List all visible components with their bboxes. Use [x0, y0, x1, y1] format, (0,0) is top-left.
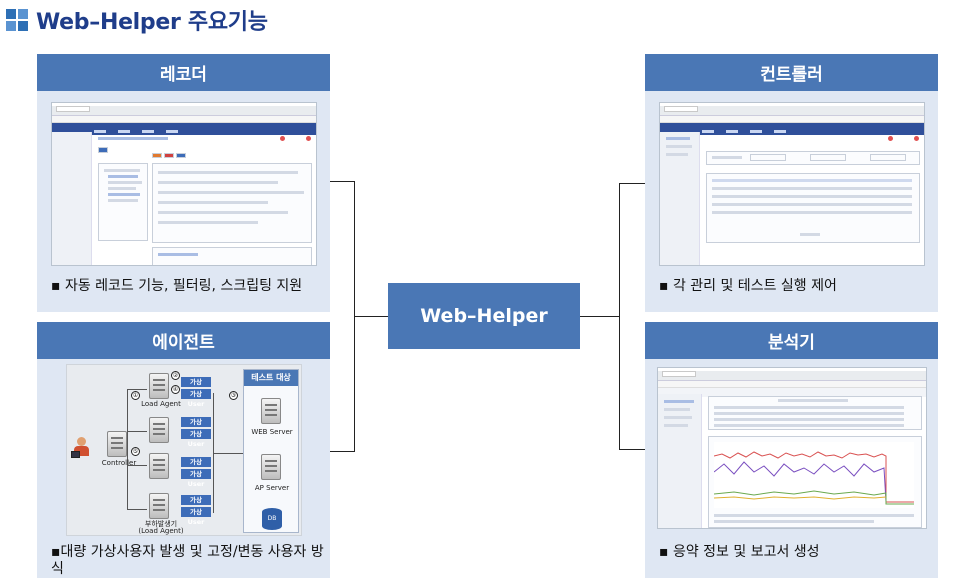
- connector-left-hub: [354, 316, 388, 317]
- load-agent-server-icon: [149, 417, 169, 443]
- web-server-label: WEB Server: [251, 428, 293, 436]
- step-number: ①: [131, 391, 140, 400]
- diagram-link: [127, 465, 147, 466]
- database-icon: DB: [262, 508, 282, 530]
- connector-analyzer-h: [619, 449, 646, 450]
- diagram-link: [127, 389, 128, 509]
- controller-panel: 컨트롤러 ▪ 각 관리 및 테스트 실행 제어: [645, 54, 938, 312]
- user-person-icon: [71, 437, 93, 459]
- analyzer-panel: 분석기 ▪ 응약 정보 및 보고서 생성: [645, 322, 938, 578]
- agent-note: ▪대량 가상사용자 발생 및 고정/변동 사용자 방식: [51, 544, 324, 577]
- diagram-link: [127, 389, 147, 390]
- controller-label: Controller: [101, 459, 137, 467]
- connector-right-hub: [580, 316, 620, 317]
- ap-server-icon: [261, 454, 281, 480]
- load-agent-server-icon: [149, 373, 169, 399]
- load-generator-label: 부하발생기: [144, 520, 178, 528]
- diagram-link: [127, 431, 147, 432]
- virtual-user-tag: 가상 User: [181, 389, 211, 408]
- step-number: ②: [171, 371, 180, 380]
- load-agent-server-icon: [149, 493, 169, 519]
- page-title: Web–Helper 주요기능: [36, 10, 268, 35]
- grid-icon: [6, 9, 28, 31]
- connector-agent-h: [330, 451, 355, 452]
- ap-server-label: AP Server: [254, 484, 290, 492]
- virtual-user-tag: 가상 User: [181, 469, 211, 488]
- step-number: ④: [171, 385, 180, 394]
- diagram-link: [127, 509, 147, 510]
- analyzer-note: ▪ 응약 정보 및 보고서 생성: [659, 544, 820, 560]
- agent-header: 에이전트: [37, 322, 330, 359]
- controller-server-icon: [107, 431, 127, 457]
- analyzer-screenshot: [657, 367, 927, 529]
- step-number: ③: [229, 391, 238, 400]
- virtual-user-tag: 가상 User: [181, 495, 211, 514]
- connector-controller-h: [619, 183, 646, 184]
- web-helper-hub: Web–Helper: [388, 283, 580, 349]
- page-title-block: Web–Helper 주요기능: [6, 6, 268, 35]
- load-agent-label: Load Agent: [141, 400, 181, 408]
- load-agent-server-icon: [149, 453, 169, 479]
- virtual-user-tag: 가상 User: [181, 457, 211, 476]
- virtual-user-tag: 가상 User: [181, 507, 211, 526]
- agent-diagram: Controller Load Agent 부하발생기 (Load Agent)…: [66, 364, 302, 536]
- recorder-panel: 레코더 ▪ 자동 레코드 기능, 필터링, 스크립팅 지원: [37, 54, 330, 312]
- recorder-note: ▪ 자동 레코드 기능, 필터링, 스크립팅 지원: [51, 278, 303, 294]
- response-time-chart-thumbnail: [714, 442, 914, 508]
- controller-header: 컨트롤러: [645, 54, 938, 91]
- virtual-user-tag: 가상 User: [181, 377, 211, 396]
- controller-note: ▪ 각 관리 및 테스트 실행 제어: [659, 278, 837, 294]
- analyzer-header: 분석기: [645, 322, 938, 359]
- load-generator-sublabel: (Load Agent): [138, 527, 184, 535]
- connector-recorder-h: [330, 181, 355, 182]
- controller-screenshot: [659, 102, 925, 266]
- recorder-header: 레코더: [37, 54, 330, 91]
- virtual-user-tag: 가상 User: [181, 429, 211, 448]
- test-target-title: 테스트 대상: [244, 370, 298, 386]
- diagram-link: [213, 453, 243, 454]
- test-target-box: 테스트 대상 WEB Server AP Server DB: [243, 369, 299, 533]
- step-number: ⑤: [131, 447, 140, 456]
- virtual-user-tag: 가상 User: [181, 417, 211, 436]
- web-server-icon: [261, 398, 281, 424]
- recorder-screenshot: [51, 102, 317, 266]
- connector-right-v: [619, 183, 620, 449]
